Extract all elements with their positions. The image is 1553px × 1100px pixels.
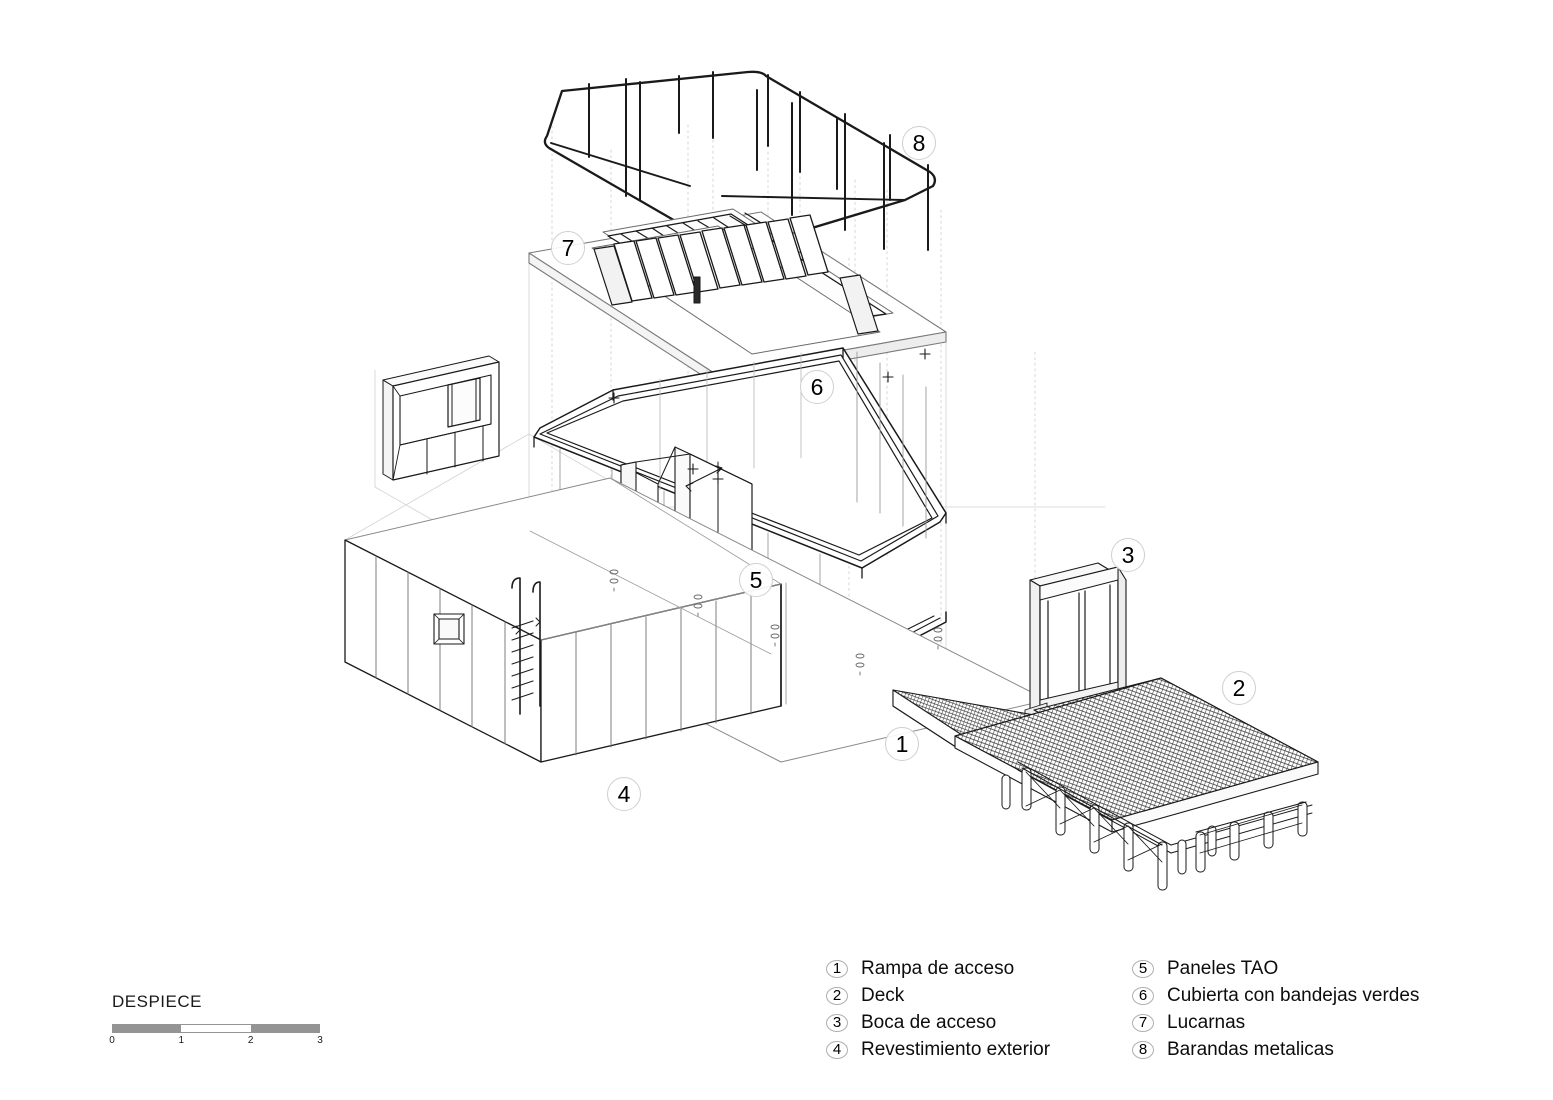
legend-label-5: Paneles TAO bbox=[1167, 957, 1279, 979]
scale-tick-3: 3 bbox=[317, 1035, 323, 1046]
module-glass-mullions-right bbox=[856, 351, 927, 539]
legend-number-2: 2 bbox=[826, 986, 848, 1005]
cladding-window bbox=[433, 613, 465, 645]
callout-8-label: 8 bbox=[912, 129, 926, 156]
legend-label-2: Deck bbox=[861, 984, 905, 1006]
legend-label-1: Rampa de acceso bbox=[861, 957, 1015, 979]
scale-segment-1-2 bbox=[181, 1024, 251, 1033]
scale-segment-2-3 bbox=[250, 1024, 320, 1033]
legend-column-left: 1 Rampa de acceso 2 Deck 3 Boca de acces… bbox=[826, 955, 1132, 1063]
callout-1-label: 1 bbox=[895, 730, 909, 757]
legend-number-3: 3 bbox=[826, 1013, 848, 1032]
callout-6-label: 6 bbox=[810, 373, 824, 400]
legend-label-6: Cubierta con bandejas verdes bbox=[1167, 984, 1420, 1006]
legend-item-7: 7 Lucarnas bbox=[1132, 1009, 1438, 1036]
scale-segment-0-1 bbox=[112, 1024, 182, 1033]
callout-5: 5 bbox=[739, 563, 773, 597]
legend-label-7: Lucarnas bbox=[1167, 1011, 1246, 1033]
legend-item-3: 3 Boca de acceso bbox=[826, 1009, 1132, 1036]
railing-lower-rail bbox=[550, 142, 906, 201]
legend-number-5: 5 bbox=[1132, 959, 1154, 978]
callout-4: 4 bbox=[607, 777, 641, 811]
legend-number-6: 6 bbox=[1132, 986, 1154, 1005]
legend-item-2: 2 Deck bbox=[826, 982, 1132, 1009]
ladder bbox=[511, 577, 541, 715]
legend-number-1: 1 bbox=[826, 959, 848, 978]
callout-7-label: 7 bbox=[561, 234, 575, 261]
legend-item-4: 4 Revestimiento exterior bbox=[826, 1036, 1132, 1063]
callout-7: 7 bbox=[551, 231, 585, 265]
exterior-cladding bbox=[344, 477, 1048, 763]
legend-number-7: 7 bbox=[1132, 1013, 1154, 1032]
callout-4-label: 4 bbox=[617, 780, 631, 807]
roof-alignment-marks bbox=[882, 348, 931, 383]
callout-3: 3 bbox=[1111, 538, 1145, 572]
deck-braces bbox=[1025, 771, 1303, 863]
roof-vent bbox=[693, 276, 701, 304]
callout-3-label: 3 bbox=[1121, 541, 1135, 568]
callout-8: 8 bbox=[902, 126, 936, 160]
skylights bbox=[591, 208, 894, 355]
legend-column-right: 5 Paneles TAO 6 Cubierta con bandejas ve… bbox=[1132, 955, 1438, 1063]
roof-fixings bbox=[609, 569, 943, 676]
legend-number-8: 8 bbox=[1132, 1040, 1154, 1059]
scale-block: DESPIECE 0 1 2 3 bbox=[109, 992, 372, 1049]
legend-item-8: 8 Barandas metalicas bbox=[1132, 1036, 1438, 1063]
deck-posts bbox=[1001, 767, 1308, 891]
legend-item-5: 5 Paneles TAO bbox=[1132, 955, 1438, 982]
callout-2: 2 bbox=[1222, 671, 1256, 705]
scale-ticks: 0 1 2 3 bbox=[109, 1035, 323, 1049]
drawing-title: DESPIECE bbox=[112, 992, 202, 1011]
legend-label-4: Revestimiento exterior bbox=[861, 1038, 1051, 1060]
callout-5-label: 5 bbox=[749, 566, 763, 593]
legend-item-1: 1 Rampa de acceso bbox=[826, 955, 1132, 982]
cladding-joints-left bbox=[375, 555, 506, 745]
legend: 1 Rampa de acceso 2 Deck 3 Boca de acces… bbox=[826, 955, 1438, 1063]
cladding-joints-front bbox=[575, 591, 752, 756]
scale-bar bbox=[112, 1024, 320, 1033]
legend-label-3: Boca de acceso bbox=[861, 1011, 997, 1033]
scale-tick-1: 1 bbox=[178, 1035, 185, 1046]
skylight-panes bbox=[613, 214, 829, 302]
legend-label-8: Barandas metalicas bbox=[1167, 1038, 1334, 1060]
railing-posts bbox=[588, 71, 929, 251]
scale-tick-2: 2 bbox=[247, 1035, 254, 1046]
callout-2-label: 2 bbox=[1232, 674, 1246, 701]
legend-number-4: 4 bbox=[826, 1040, 848, 1059]
callout-6: 6 bbox=[800, 370, 834, 404]
deck bbox=[954, 677, 1319, 891]
callout-1: 1 bbox=[885, 727, 919, 761]
legend-item-6: 6 Cubierta con bandejas verdes bbox=[1132, 982, 1438, 1009]
scale-tick-0: 0 bbox=[109, 1035, 115, 1046]
window-panel bbox=[382, 355, 500, 481]
